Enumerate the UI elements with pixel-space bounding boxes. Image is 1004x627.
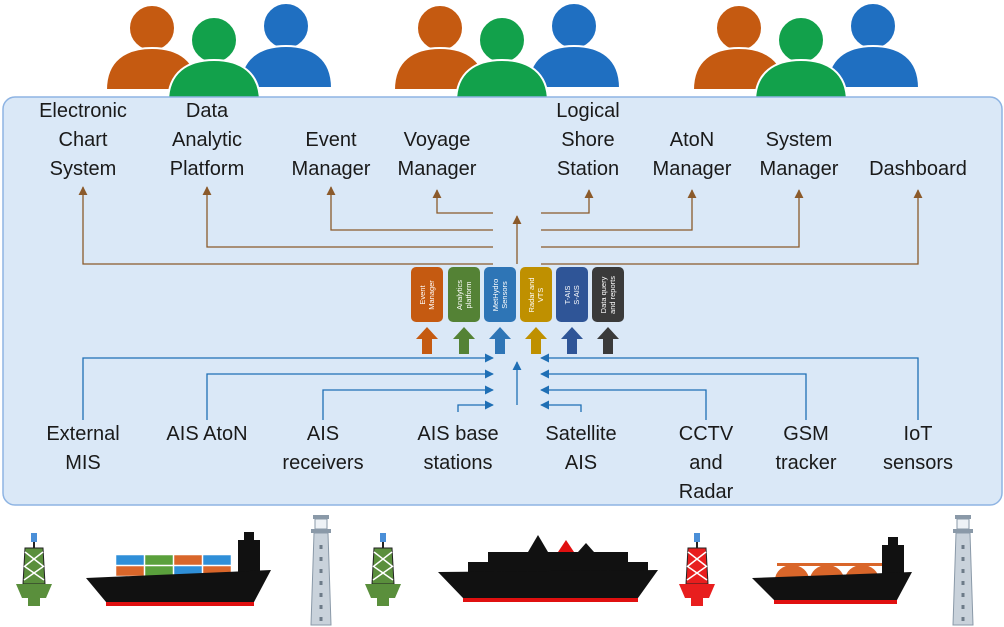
input-ais-aton: AIS AtoN — [166, 423, 248, 445]
user-icon — [526, 2, 622, 89]
connector-sat — [540, 400, 582, 412]
connector-iot — [540, 353, 919, 420]
buoy-icon — [16, 533, 52, 606]
connector-mis — [82, 353, 494, 420]
up-arrow-icon — [489, 327, 511, 354]
output-dashboard: Dashboard — [869, 158, 967, 180]
connector-ecs — [78, 186, 493, 265]
users-icon — [392, 2, 622, 103]
connector-cctv — [540, 385, 707, 420]
connector-dap — [202, 186, 493, 248]
connector-evm — [326, 186, 493, 231]
connector-sys — [541, 189, 804, 248]
lighthouse-icon — [952, 515, 974, 626]
users-icon — [104, 2, 334, 103]
users-icon — [691, 2, 921, 103]
connector-gsm — [540, 369, 807, 420]
up-arrow-icon — [561, 327, 583, 354]
up-arrow-icon — [525, 327, 547, 354]
up-arrow-icon — [453, 327, 475, 354]
user-icon — [454, 16, 550, 103]
user-groups — [104, 2, 921, 103]
up-arrow-icon — [416, 327, 438, 354]
user-icon — [238, 2, 334, 89]
connector-aisbs — [457, 400, 494, 412]
input-connectors — [82, 353, 919, 420]
buoy-icon — [365, 533, 401, 606]
buoy-icon — [679, 533, 715, 606]
module-arrows — [416, 327, 619, 354]
connector-vym — [432, 189, 493, 214]
output-connectors — [78, 186, 923, 265]
user-icon — [166, 16, 262, 103]
lng-tanker-icon — [752, 537, 912, 604]
connector-lss — [541, 189, 594, 214]
connector-aisaton — [206, 369, 494, 420]
lighthouse-icon — [310, 515, 332, 626]
maritime-assets — [16, 515, 974, 626]
user-icon — [825, 2, 921, 89]
up-arrow-icon — [597, 327, 619, 354]
connector-aisrx — [322, 385, 494, 420]
connector-aton — [541, 189, 697, 231]
container-ship-icon — [86, 532, 271, 606]
connector-dash — [541, 189, 923, 265]
user-icon — [753, 16, 849, 103]
cruise-ship-icon — [438, 535, 658, 602]
